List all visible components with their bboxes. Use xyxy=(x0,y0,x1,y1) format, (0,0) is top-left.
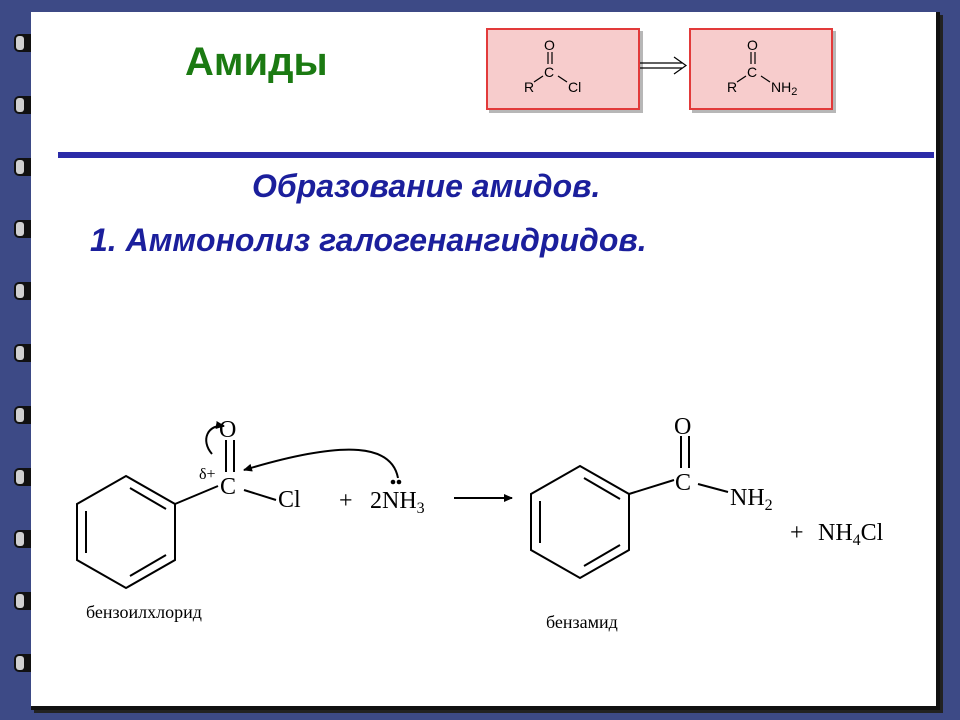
box-amine-label: NH2 xyxy=(771,79,797,98)
product-oxygen-label: O xyxy=(674,414,691,440)
benzene-ring-reactant xyxy=(76,474,176,590)
amide-box: O C R NH2 xyxy=(689,28,833,110)
box-carbon-label: C xyxy=(544,64,554,80)
reactant-name-label: бензоилхлорид xyxy=(86,602,202,622)
double-arrow-icon xyxy=(640,56,688,75)
header-divider xyxy=(58,152,934,158)
ammonium-chloride-subscript: 4 xyxy=(853,532,861,549)
ammonia-main: 2NH xyxy=(370,488,417,514)
subsection-heading: 1. Аммонолиз галогенангидридов. xyxy=(90,222,647,258)
curved-arrow-icon xyxy=(205,421,225,455)
ammonium-chloride-main: NH xyxy=(818,520,853,546)
curved-arrow-icon xyxy=(243,448,399,479)
section-heading: Образование амидов. xyxy=(252,168,601,204)
lone-pair-dot xyxy=(396,479,402,485)
ammonia-subscript: 3 xyxy=(417,500,425,517)
reactant-chlorine-label: Cl xyxy=(278,487,301,513)
reactant-oxygen-label: O xyxy=(219,417,236,443)
c-cl-bond xyxy=(243,489,277,501)
ring-carbonyl-bond xyxy=(628,479,675,495)
reagent-plus-sign: + xyxy=(339,488,353,514)
notebook-page xyxy=(31,12,940,710)
ammonium-chloride-tail: Cl xyxy=(861,520,884,546)
amide-group-label: NH2 xyxy=(730,485,773,514)
box-carbon-label: C xyxy=(747,64,757,80)
box-oxygen-label: O xyxy=(544,37,555,53)
box-oxygen-label: O xyxy=(747,37,758,53)
amide-group-main: NH xyxy=(730,485,765,511)
box-r-label: R xyxy=(524,79,534,95)
ring-carbonyl-bond xyxy=(174,485,219,505)
byproduct-plus-sign: + xyxy=(790,520,804,546)
c-n-bond xyxy=(697,483,729,493)
ammonia-label: 2NH3 xyxy=(370,488,425,517)
box-cl-label: Cl xyxy=(568,79,581,95)
ammonium-chloride-label: NH4Cl xyxy=(818,520,884,549)
box-r-label: R xyxy=(727,79,737,95)
benzene-ring-product xyxy=(530,464,630,580)
box-amine-main: NH xyxy=(771,79,791,95)
box-amine-subscript: 2 xyxy=(791,86,797,98)
reactant-carbon-label: C xyxy=(220,474,236,500)
product-name-label: бензамид xyxy=(546,612,618,632)
product-carbon-label: C xyxy=(675,470,691,496)
amide-group-subscript: 2 xyxy=(765,497,773,514)
slide-title: Амиды xyxy=(185,40,328,84)
lone-pair-dot xyxy=(390,479,396,485)
acyl-chloride-box: O C R Cl xyxy=(486,28,640,110)
partial-charge-label: δ+ xyxy=(199,466,216,483)
